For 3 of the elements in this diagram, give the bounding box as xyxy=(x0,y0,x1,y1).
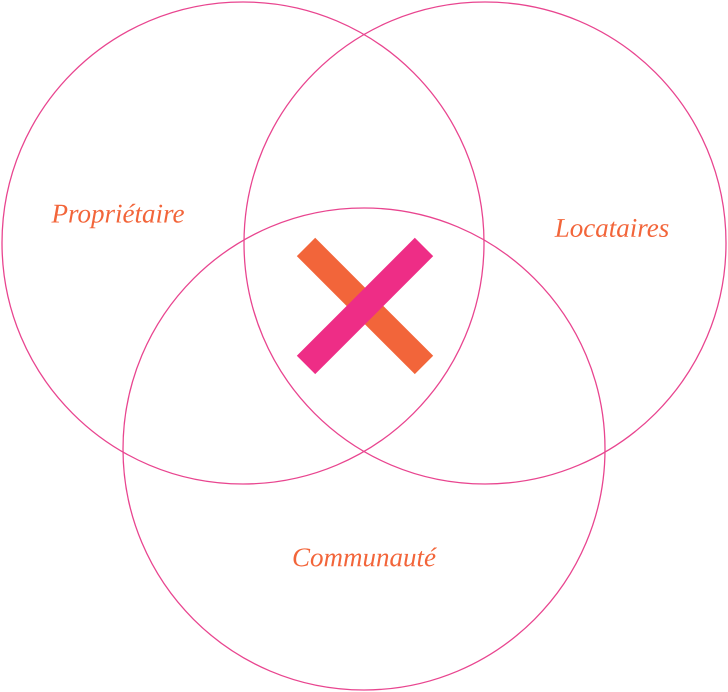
circle-label: Propriétaire xyxy=(51,204,184,228)
circle-label: Communauté xyxy=(294,547,437,567)
circle-label: Locataires xyxy=(554,218,668,238)
